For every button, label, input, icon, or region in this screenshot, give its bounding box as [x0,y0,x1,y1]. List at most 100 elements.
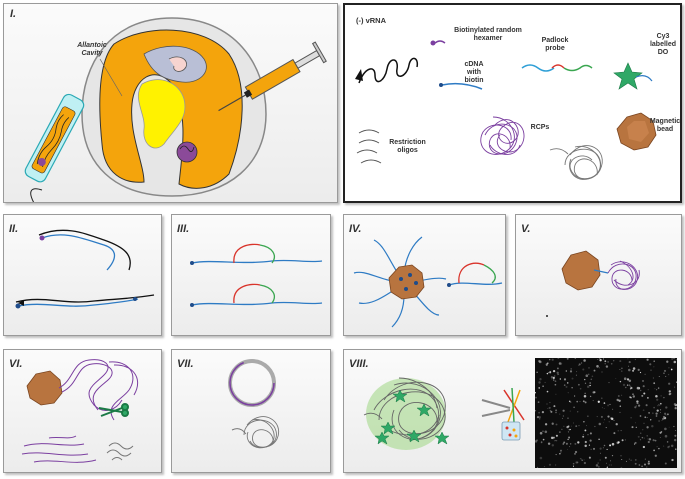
fluorescence-dot [540,440,543,443]
fluorescence-dot [567,438,569,441]
fluorescence-dot [606,466,608,468]
syringe [218,41,327,112]
fluorescence-dot [583,421,585,423]
fluorescence-dot [663,369,667,372]
fluorescence-dot [675,448,677,450]
fluorescence-dot [666,360,669,363]
fluorescence-dot [584,429,587,432]
fluorescence-dot [619,369,621,371]
fluorescence-dot [599,359,602,362]
fluorescence-dot [589,432,592,435]
fluorescence-dot [554,375,556,377]
scissors-icon [98,403,129,417]
fluorescence-dot [667,446,670,449]
fluorescence-dot [654,388,656,390]
fluorescence-dot [607,361,609,363]
fluorescence-dot [593,391,596,394]
fluorescence-dot [655,395,658,398]
fluorescence-dot [659,402,662,405]
fluorescence-dot [599,452,601,454]
fluorescence-dot [581,362,583,364]
fluorescence-dot [601,371,603,373]
fluorescence-dot [660,395,662,397]
fluorescence-dot [562,415,565,417]
fluorescence-dot [619,380,622,383]
fluorescence-dot [659,412,661,414]
fluorescence-dot [657,404,659,407]
micrograph-dots [535,358,677,468]
fluorescence-dot [576,400,579,403]
legend-restriction-label: Restriction oligos [389,139,426,154]
fluorescence-dot [655,415,658,417]
circularization-art [228,359,280,449]
fluorescence-dot [668,445,671,448]
fluorescence-dot [641,465,643,468]
fluorescence-dot [597,400,600,403]
fluorescence-dot [624,439,626,441]
fluorescence-dot [544,430,548,434]
fluorescence-dot [620,455,622,457]
fluorescence-dot [584,440,587,444]
fluorescence-dot [536,415,540,419]
panel-bead-capture: IV. [343,214,506,336]
fluorescence-dot [552,369,556,373]
green-glow [366,378,446,450]
fluorescence-dot [546,390,549,393]
bead-capture-art [353,236,503,328]
detection-art [363,377,525,450]
fluorescence-dot [543,466,545,468]
fluorescence-dot [559,378,561,380]
panel-digestion: VI. [3,349,162,473]
fluorescence-dot [674,407,677,410]
legend-cy3-label: Cy3 labelled DO [649,33,677,56]
fluorescence-dot [664,462,667,465]
fluorescence-dot [661,420,663,421]
fluorescence-dot [637,435,640,438]
allantoic-cavity-label: Allantoic Cavity [77,42,107,57]
fluorescence-dot [552,376,555,380]
fluorescence-dot [578,363,581,366]
fluorescence-dot [659,431,662,434]
fluorescence-dot [652,439,655,442]
legend-illustration [355,40,657,180]
fluorescence-dot [673,425,675,428]
fluorescence-dot [665,375,667,377]
fluorescence-dot [594,425,596,428]
fluorescence-dot [559,431,561,433]
fluorescence-dot [554,383,557,386]
fluorescence-dot [552,379,555,381]
fluorescence-dot [641,394,644,397]
fluorescence-dot [650,369,652,371]
test-tube [24,93,85,183]
fluorescence-dot [574,442,577,445]
fluorescence-dot [583,359,586,362]
cy3-stars [374,389,450,445]
fluorescence-dot [609,444,612,447]
fluorescence-dot [551,358,554,361]
fluorescence-dot [608,421,610,423]
fluorescence-dot [571,387,573,389]
fluorescence-dot [585,374,589,377]
embryo [168,56,187,72]
fluorescence-dot [665,414,667,416]
fluorescence-dot [644,416,646,419]
rcp-gray [549,145,603,180]
fluorescence-dot [575,425,578,427]
fluorescence-dot [583,459,585,461]
fluorescence-dot [587,373,590,376]
fluorescence-dot [538,381,541,384]
fluorescence-dot [603,408,605,409]
fluorescence-dot [575,461,578,464]
fluorescence-dot [640,389,642,392]
fluorescence-dot [643,392,646,395]
fluorescence-dot [634,462,637,465]
fluorescence-dot [626,378,630,381]
fluorescence-dot [657,387,660,389]
fluorescence-dot [589,439,592,442]
fluorescence-dot [628,361,631,364]
legend-hexamer-label: Biotinylated random hexamer [454,27,522,42]
fluorescence-dot [588,444,591,446]
fluorescence-dot [591,375,594,378]
panel-numeral: VII. [177,358,194,370]
fluorescence-dot [572,465,575,467]
